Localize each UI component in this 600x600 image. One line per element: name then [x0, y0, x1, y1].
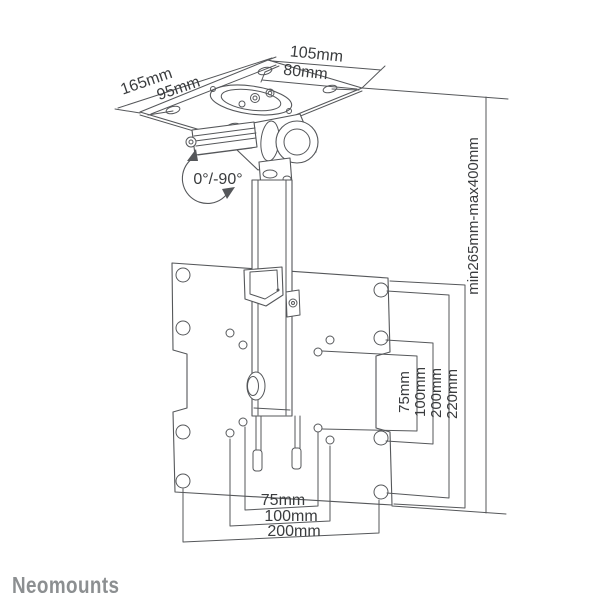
vesa-horizontal-dimensions: 75mm 100mm 200mm — [182, 426, 380, 543]
top-dimension-lines: 105mm 80mm 165mm 95mm — [114, 43, 386, 116]
height-dimension: min265mm-max400mm — [361, 87, 509, 515]
vesa-horizontal-200-label: 200mm — [267, 523, 320, 540]
vesa-vertical-dimensions: 75mm 100mm 200mm 220mm — [321, 280, 466, 509]
height-range-label: min265mm-max400mm — [465, 137, 482, 295]
tilt-range-label: 0°/-90° — [193, 171, 242, 188]
dim-label-plate-width-outer: 105mm — [289, 43, 344, 65]
arrow-right-icon — [222, 187, 235, 199]
vesa-horizontal-100-label: 100mm — [264, 508, 317, 525]
arrow-up-icon — [187, 149, 198, 161]
vesa-vertical-75-label: 75mm — [396, 371, 413, 413]
brand-logo: Neomounts — [12, 572, 120, 598]
vesa-vertical-100-label: 100mm — [412, 367, 429, 417]
rotation-arrow: 0°/-90° — [181, 149, 243, 204]
dim-label-plate-width-inner: 80mm — [282, 62, 328, 84]
vesa-vertical-200-label: 200mm — [428, 368, 445, 418]
vesa-vertical-220-label: 220mm — [444, 369, 461, 419]
vesa-horizontal-75-label: 75mm — [261, 492, 305, 509]
column — [243, 179, 302, 472]
